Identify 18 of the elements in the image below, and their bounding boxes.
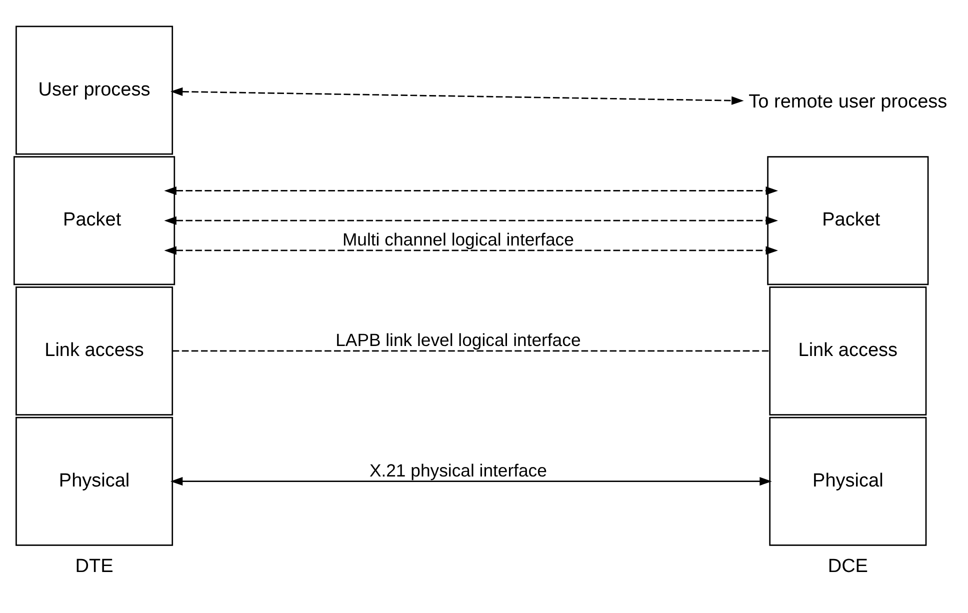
node-box: Link access (769, 286, 927, 416)
node-text: To remote user process (748, 92, 948, 112)
label: DCE (828, 556, 868, 577)
edge-label: LAPB link level logical interface (336, 330, 581, 350)
edge-label: X.21 physical interface (369, 460, 547, 480)
arrow (164, 246, 778, 255)
edge-label: Multi channel logical interface (342, 230, 574, 250)
node-box: User process (16, 26, 174, 155)
arrow (164, 216, 778, 225)
arrow (164, 186, 778, 196)
label: DTE (75, 556, 114, 577)
arrow (170, 477, 772, 486)
node-box: Physical (16, 416, 174, 546)
node-box: Link access (16, 286, 174, 416)
arrow (170, 87, 744, 105)
node-box: Packet (767, 156, 929, 286)
connector (172, 350, 770, 352)
node-box: Physical (769, 416, 927, 546)
